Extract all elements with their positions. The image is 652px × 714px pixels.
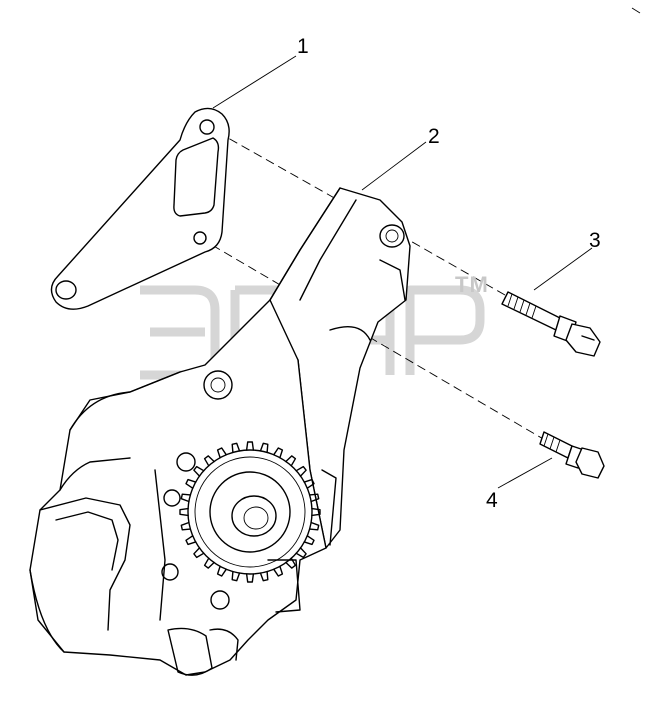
gear-tooth	[245, 441, 255, 451]
gasket-part-1	[50, 107, 230, 310]
gear-tooth	[185, 535, 197, 546]
gear-tooth	[180, 521, 192, 531]
gear-tooth	[216, 447, 227, 459]
gear-teeth	[179, 441, 321, 583]
bolt-part-3	[501, 291, 601, 357]
gear-tooth	[203, 557, 215, 569]
gear-tooth	[231, 442, 241, 454]
gear-tooth	[259, 570, 269, 582]
gear-tooth	[273, 447, 284, 459]
gear-tooth	[216, 565, 227, 577]
gear-tooth	[179, 507, 189, 517]
gear-tooth	[193, 547, 205, 559]
gear-tooth	[273, 565, 284, 577]
gear-tooth	[308, 493, 320, 503]
gear-tooth	[185, 478, 197, 489]
watermark-tm: TM	[455, 272, 489, 297]
callout-1: 1	[297, 35, 309, 58]
gear-tooth	[259, 442, 269, 454]
gear-tooth	[180, 493, 192, 503]
gear-tooth	[245, 573, 255, 583]
gear-tooth	[303, 478, 315, 489]
gear-tooth	[285, 455, 297, 467]
corner-mark	[631, 7, 641, 14]
gear-tooth	[311, 507, 321, 517]
gear-tooth	[295, 547, 307, 559]
gear	[179, 441, 321, 583]
gear-tooth	[303, 535, 315, 546]
gear-tooth	[193, 465, 205, 477]
gear-tooth	[203, 455, 215, 467]
callout-2: 2	[428, 125, 440, 148]
gear-tooth	[295, 465, 307, 477]
bolt-part-4	[539, 431, 605, 479]
gear-tooth	[231, 570, 241, 582]
callout-3: 3	[589, 229, 601, 252]
callout-4: 4	[486, 489, 498, 512]
gear-tooth	[308, 521, 320, 531]
leader-lines	[212, 55, 593, 489]
gear-tooth	[285, 557, 297, 569]
